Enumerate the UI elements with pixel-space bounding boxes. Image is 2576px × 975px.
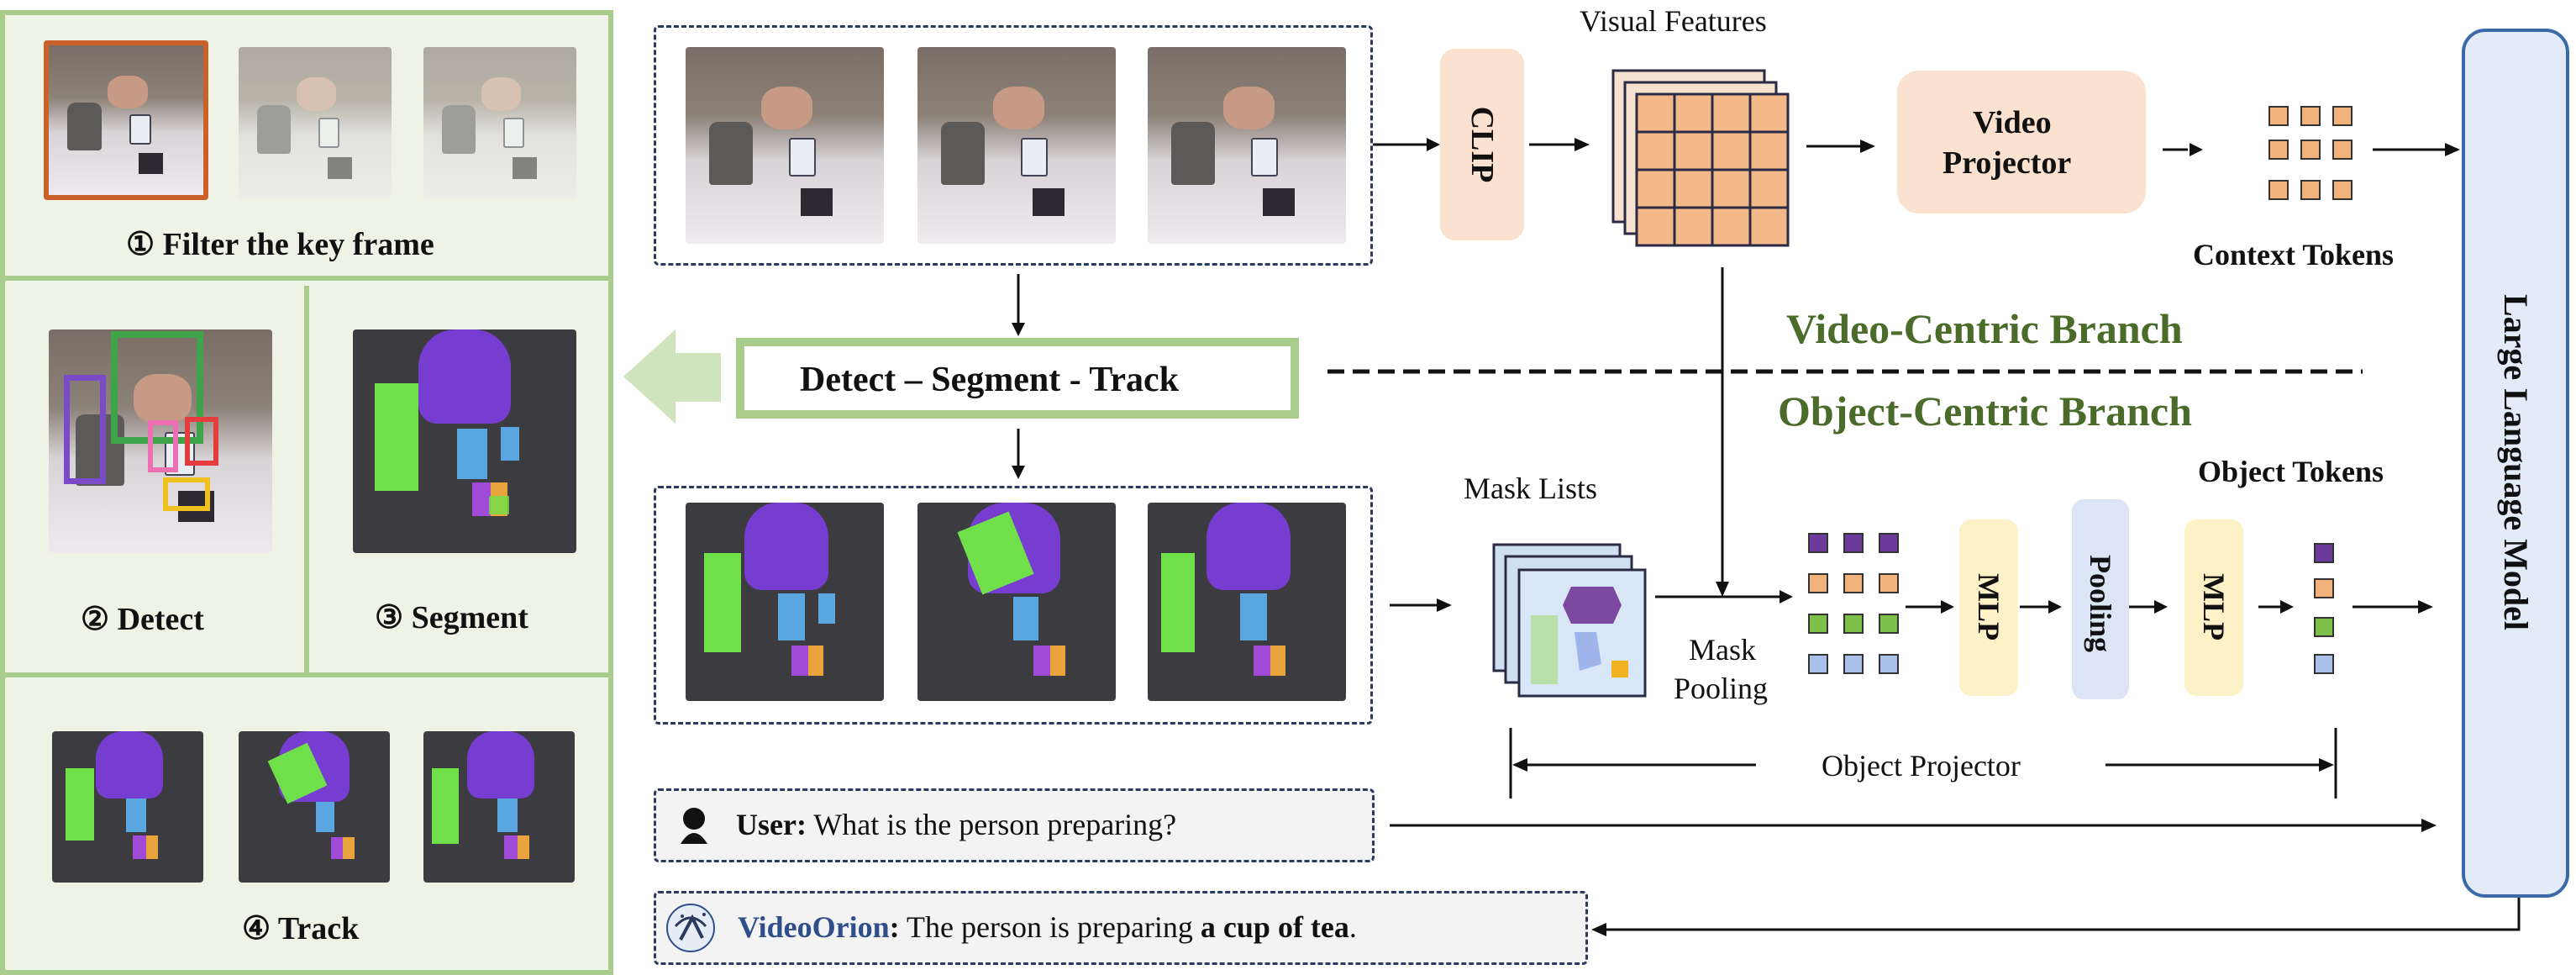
mlp-block-1-label: MLP [1972, 573, 2006, 640]
segmented-frame-1 [686, 503, 884, 701]
track-thumb-2 [239, 731, 390, 883]
track-thumb-3 [423, 731, 575, 883]
llm-label: Large Language Model [2497, 294, 2535, 630]
video-projector-line2: Projector [1943, 145, 2072, 181]
mask-lists-label: Mask Lists [1464, 472, 1598, 505]
object-tokens-label: Object Tokens [2198, 455, 2384, 488]
videoorion-logo-icon [666, 904, 715, 952]
segmented-frame-3 [1148, 503, 1346, 701]
mask-pooling-line2: Pooling [1674, 672, 1769, 705]
keyframe-thumb-3 [423, 47, 576, 200]
segmented-frame-2 [917, 503, 1116, 701]
visual-features-grid [1611, 69, 1790, 247]
track-thumb-1 [52, 731, 203, 883]
user-question: User: What is the person preparing? [736, 807, 1176, 842]
step4-label: ④ Track [242, 911, 360, 946]
input-frame-3 [1148, 47, 1346, 244]
mlp-block-2-label: MLP [2197, 573, 2231, 640]
segment-thumb [353, 329, 576, 553]
detect-segment-track-box [736, 338, 1299, 419]
input-frames-box [654, 25, 1373, 266]
pooling-block [2072, 499, 2129, 699]
large-language-model [2462, 29, 2569, 898]
visual-features-label: Visual Features [1580, 4, 1767, 38]
keyframe-thumb-selected [44, 40, 208, 200]
detect-thumb [49, 329, 272, 553]
video-projector-line1: Video [1973, 105, 2052, 140]
user-question-box [654, 788, 1375, 862]
video-projector [1897, 71, 2146, 213]
segmented-frames-box [654, 486, 1373, 725]
input-frame-2 [917, 47, 1116, 244]
object-projector-label: Object Projector [1822, 749, 2021, 783]
user-icon [681, 808, 707, 844]
mask-lists-stack [1492, 543, 1647, 698]
mlp-block-2 [2184, 519, 2243, 696]
pooling-block-label: Pooling [2084, 554, 2117, 652]
user-text: What is the person preparing? [806, 808, 1177, 841]
mlp-block-1 [1959, 519, 2018, 696]
keyframe-thumb-2 [239, 47, 392, 200]
user-name: User: [736, 808, 807, 841]
input-frame-1 [686, 47, 884, 244]
model-name: VideoOrion [738, 910, 890, 944]
clip-label: CLIP [1464, 106, 1500, 183]
model-end: . [1348, 910, 1357, 944]
clip-encoder [1440, 49, 1524, 240]
step1-label: ① Filter the key frame [126, 227, 434, 262]
video-centric-branch-title: Video-Centric Branch [1786, 305, 2183, 352]
step2-label: ② Detect [81, 602, 204, 637]
model-text: The person is preparing [899, 910, 1201, 944]
model-colon: : [889, 910, 900, 944]
object-centric-branch-title: Object-Centric Branch [1778, 387, 2192, 435]
context-tokens-label: Context Tokens [2193, 238, 2395, 271]
mask-pooling-line1: Mask [1689, 633, 1756, 667]
model-answer-bold: a cup of tea [1200, 910, 1349, 944]
model-answer: VideoOrion: The person is preparing a cu… [738, 909, 1357, 945]
model-answer-box [654, 891, 1588, 965]
step3-label: ③ Segment [375, 600, 528, 635]
detect-segment-track-label: Detect – Segment - Track [800, 361, 1179, 399]
